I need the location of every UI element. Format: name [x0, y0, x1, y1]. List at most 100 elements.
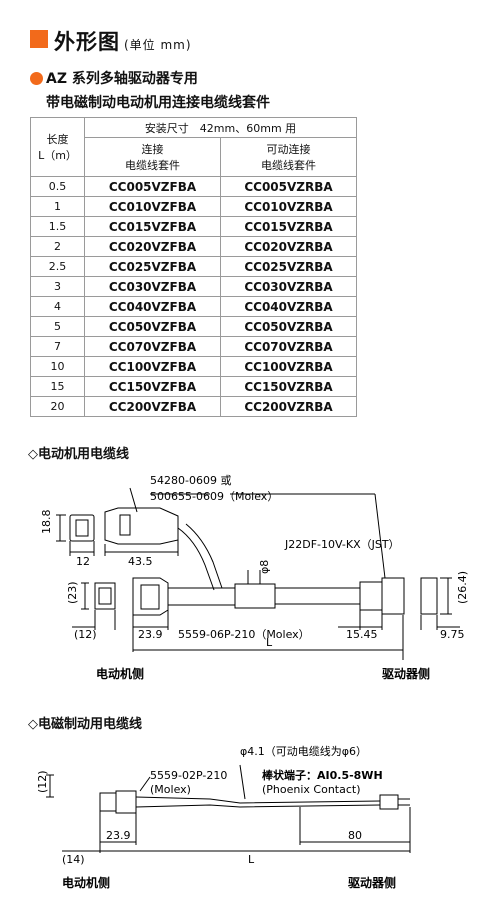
- connection-kit-cell: CC030VZFBA: [84, 276, 221, 297]
- dim-12-paren: (12): [74, 628, 97, 641]
- brake-cable-diameter-label: φ4.1（可动电缆线为φ6）: [240, 744, 367, 758]
- flexible-kit-cell: CC005VZRBA: [220, 176, 357, 197]
- col1-header: 连接电缆线套件: [84, 137, 221, 177]
- motor-cable-drawing: 54280-0609 或 500655-0609（Molex） J22DF-10…: [40, 474, 469, 681]
- unit-label: (单位 mm): [124, 38, 192, 52]
- subtitle-line2: 带电磁制动电动机用连接电缆线套件: [46, 95, 270, 111]
- flexible-kit-cell: CC025VZRBA: [220, 256, 357, 277]
- length-cell: 7: [30, 336, 85, 357]
- ferrule-terminal: [379, 794, 399, 810]
- driver-connector-end-view: [420, 577, 438, 615]
- flexible-kit-cell: CC200VZRBA: [220, 396, 357, 417]
- brake-cable-drawing: φ4.1（可动电缆线为φ6） 5559-02P-210 (Molex) 棒状端子…: [36, 744, 411, 890]
- connection-kit-cell: CC050VZFBA: [84, 316, 221, 337]
- dim-43-5: 43.5: [128, 555, 153, 568]
- length-cell: 2: [30, 236, 85, 257]
- connector-front-view: [69, 514, 95, 542]
- driver-side-label: 驱动器侧: [382, 666, 430, 681]
- dim-18-8: 18.8: [40, 510, 53, 535]
- driver-side-label: 驱动器侧: [348, 875, 396, 890]
- dim-23-9: 23.9: [138, 628, 163, 641]
- motor-side-label: 电动机侧: [96, 666, 144, 681]
- brake-connector-part-1: 5559-02P-210: [150, 769, 227, 782]
- length-cell: 3: [30, 276, 85, 297]
- terminal-label-2: (Phoenix Contact): [262, 783, 361, 796]
- connection-kit-cell: CC070VZFBA: [84, 336, 221, 357]
- dim-12-paren: (12): [36, 770, 49, 793]
- connection-kit-cell: CC040VZFBA: [84, 296, 221, 317]
- connection-kit-cell: CC200VZFBA: [84, 396, 221, 417]
- length-cell: 0.5: [30, 176, 85, 197]
- col2-header: 可动连接电缆线套件: [220, 137, 357, 177]
- length-cell: 1.5: [30, 216, 85, 237]
- title-accent-square: [30, 30, 48, 48]
- terminal-label-1: 棒状端子：AI0.5-8WH: [262, 768, 383, 782]
- connection-kit-cell: CC150VZFBA: [84, 376, 221, 397]
- flexible-kit-cell: CC070VZRBA: [220, 336, 357, 357]
- flexible-kit-cell: CC150VZRBA: [220, 376, 357, 397]
- length-cell: 2.5: [30, 256, 85, 277]
- connection-kit-cell: CC005VZFBA: [84, 176, 221, 197]
- dim-23-9: 23.9: [106, 829, 131, 842]
- section-brake-cable-title: ◇电磁制动用电缆线: [28, 717, 142, 732]
- dim-23: (23): [66, 581, 79, 604]
- subtitle-bullet: [30, 72, 43, 85]
- flexible-kit-cell: CC030VZRBA: [220, 276, 357, 297]
- flexible-kit-cell: CC040VZRBA: [220, 296, 357, 317]
- length-cell: 4: [30, 296, 85, 317]
- dim-L: L: [248, 853, 255, 866]
- motor-side-label: 电动机侧: [62, 875, 110, 890]
- length-cell: 5: [30, 316, 85, 337]
- flexible-kit-cell: CC010VZRBA: [220, 196, 357, 217]
- dim-26-4: (26.4): [456, 571, 469, 604]
- connection-kit-cell: CC015VZFBA: [84, 216, 221, 237]
- motor-connector-part-2: 500655-0609（Molex）: [150, 490, 278, 503]
- connection-kit-cell: CC010VZFBA: [84, 196, 221, 217]
- brake-connector-plug: [115, 790, 137, 814]
- dim-80: 80: [348, 829, 362, 842]
- length-cell: 10: [30, 356, 85, 377]
- length-cell: 1: [30, 196, 85, 217]
- dim-9-75: 9.75: [440, 628, 465, 641]
- section-motor-cable-title: ◇电动机用电缆线: [28, 447, 129, 462]
- brake-connector-part-2: (Molex): [150, 783, 191, 796]
- flexible-kit-cell: CC020VZRBA: [220, 236, 357, 257]
- flexible-kit-cell: CC050VZRBA: [220, 316, 357, 337]
- mount-size-header: 安装尺寸 42mm、60mm 用: [84, 117, 357, 138]
- flexible-kit-cell: CC100VZRBA: [220, 356, 357, 377]
- jst-connector-label: J22DF-10V-KX（JST）: [284, 538, 400, 551]
- dim-12: 12: [76, 555, 90, 568]
- motor-connector-top: [104, 507, 179, 545]
- connector-5559-label: 5559-06P-210（Molex）: [178, 628, 310, 641]
- motor-connector-part-1: 54280-0609 或: [150, 474, 231, 487]
- driver-connector: [381, 577, 405, 615]
- length-cell: 20: [30, 396, 85, 417]
- connection-kit-cell: CC025VZFBA: [84, 256, 221, 277]
- motor-connector-side: [94, 582, 116, 610]
- length-cell: 15: [30, 376, 85, 397]
- dim-15-45: 15.45: [346, 628, 378, 641]
- dim-L: L: [266, 636, 273, 649]
- subtitle-line1: AZ 系列多轴驱动器专用: [46, 71, 198, 87]
- dim-14-paren: (14): [62, 853, 85, 866]
- connection-kit-cell: CC020VZFBA: [84, 236, 221, 257]
- dim-phi8: φ8: [258, 560, 271, 574]
- page-title: 外形图(单位 mm): [54, 30, 192, 54]
- flexible-kit-cell: CC015VZRBA: [220, 216, 357, 237]
- brake-connector-end-view: [99, 792, 117, 812]
- connector-front-window: [75, 519, 89, 537]
